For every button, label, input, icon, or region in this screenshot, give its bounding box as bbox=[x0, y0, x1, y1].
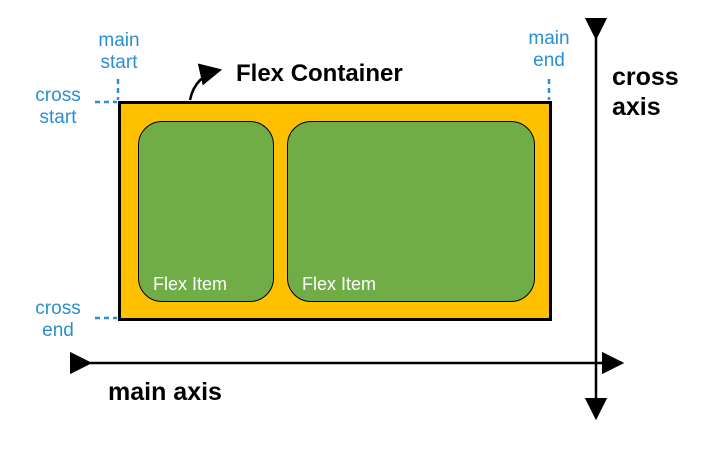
main-start-label: main start bbox=[98, 30, 140, 73]
cross-end-label: cross end bbox=[35, 298, 81, 341]
main-end-label: main end bbox=[528, 28, 570, 71]
cross-start-label: cross start bbox=[35, 85, 81, 128]
flex-item-label: Flex Item bbox=[153, 274, 228, 294]
flex-container-label: Flex Container bbox=[236, 60, 403, 87]
cross-axis-label: cross axis bbox=[612, 62, 702, 122]
flex-container: Flex Item Flex Item bbox=[118, 101, 552, 321]
cross-axis-label-text: cross axis bbox=[612, 63, 679, 121]
main-axis-label: main axis bbox=[108, 378, 222, 406]
container-pointer-arrow bbox=[188, 63, 223, 101]
flex-item-1: Flex Item bbox=[138, 121, 274, 302]
flex-item-label: Flex Item bbox=[302, 274, 377, 294]
flex-item-2: Flex Item bbox=[287, 121, 535, 302]
